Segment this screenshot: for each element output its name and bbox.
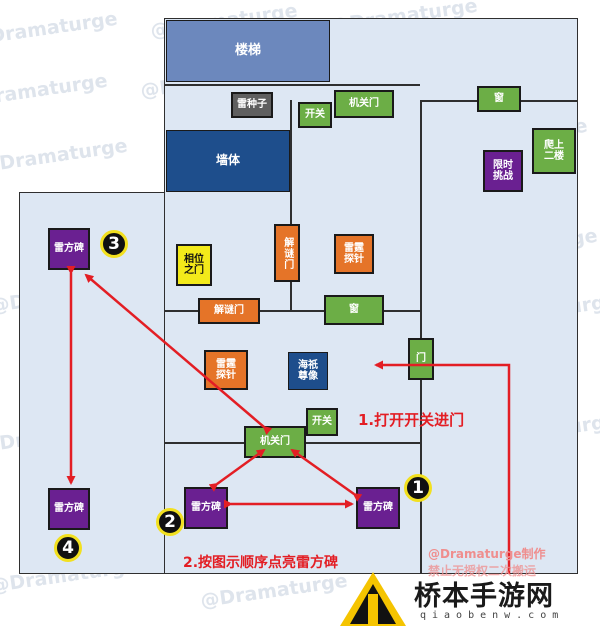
credit-line2: 禁止无授权二次搬运 bbox=[428, 564, 537, 578]
marker-1: 1 bbox=[404, 474, 432, 502]
marker-4: 4 bbox=[54, 534, 82, 562]
route-arrow-1-door bbox=[290, 448, 363, 502]
thunder-seed-block: 雷种子 bbox=[231, 92, 273, 118]
phase-gate-label: 相位之门 bbox=[184, 253, 204, 277]
climb-second-floor-block[interactable]: 爬上二楼 bbox=[532, 128, 576, 174]
thunder-trap-upper-block: 雷霆探针 bbox=[334, 234, 374, 274]
monument-4[interactable]: 雷方碑 bbox=[48, 488, 90, 530]
seaweed-statue-block: 海祇尊像 bbox=[288, 352, 328, 390]
step1-annotation: 1.打开开关进门 bbox=[358, 411, 465, 429]
wall-line bbox=[164, 84, 420, 86]
marker-3: 3 bbox=[100, 230, 128, 258]
monument-1[interactable]: 雷方碑 bbox=[356, 487, 400, 529]
door-right-block[interactable]: 门 bbox=[408, 338, 434, 380]
route-arrow-to-door bbox=[374, 360, 511, 574]
logo-url: qiaobenw.com bbox=[420, 610, 565, 621]
logo-name: 桥本手游网 bbox=[414, 581, 554, 612]
switch-top-block[interactable]: 开关 bbox=[298, 102, 332, 128]
site-logo: 桥本手游网 qiaobenw.com bbox=[338, 568, 600, 629]
route-arrow-door-3 bbox=[84, 273, 273, 435]
timed-challenge-label: 限时挑战 bbox=[493, 159, 513, 183]
puzzle-door-vertical-block[interactable]: 解谜门 bbox=[274, 224, 300, 282]
mech-door-top-block[interactable]: 机关门 bbox=[334, 90, 394, 118]
wall-line bbox=[420, 100, 422, 574]
wall-line bbox=[290, 100, 292, 310]
marker-2: 2 bbox=[156, 508, 184, 536]
wall-line bbox=[164, 310, 420, 312]
window-middle-block: 窗 bbox=[324, 295, 384, 325]
timed-challenge-block[interactable]: 限时挑战 bbox=[483, 150, 523, 192]
step2-annotation: 2.按图示顺序点亮雷方碑 bbox=[183, 555, 339, 571]
thunder-trap-upper-label: 雷霆探针 bbox=[344, 242, 364, 266]
credit-line1: @Dramaturge制作 bbox=[428, 547, 546, 561]
stairs-block: 楼梯 bbox=[166, 20, 330, 82]
climb-second-floor-label: 爬上二楼 bbox=[544, 139, 564, 163]
seaweed-statue-label: 海祇尊像 bbox=[298, 359, 318, 383]
wall-block: 墙体 bbox=[166, 130, 290, 192]
switch-lower-block[interactable]: 开关 bbox=[306, 408, 338, 436]
logo-mark-icon bbox=[340, 572, 406, 626]
window-top-block: 窗 bbox=[477, 86, 521, 112]
route-arrow-2-door bbox=[208, 448, 266, 492]
